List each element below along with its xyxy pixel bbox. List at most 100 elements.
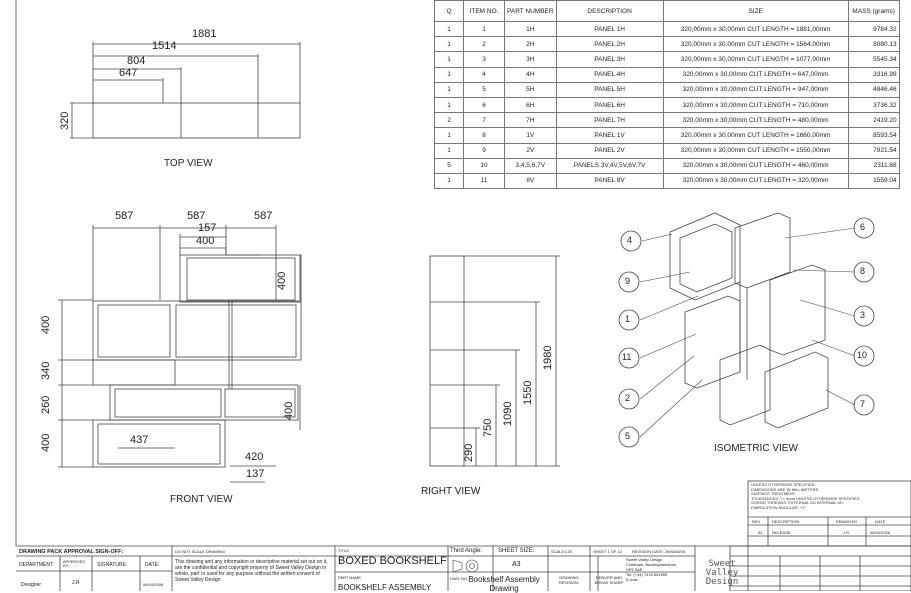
balloon-2	[618, 388, 640, 410]
front-dim-400-top: 400	[196, 235, 215, 247]
do-not-scale: DO NOT SCALE DRAWING	[175, 549, 226, 554]
bom-cell-item-no: 2	[463, 36, 505, 53]
right-dim-290: 290	[463, 443, 475, 462]
designer-initials: J.R	[72, 580, 80, 586]
balloon-7-text: 7	[860, 399, 866, 409]
signature-label: SIGNATURE:	[97, 562, 128, 568]
top-view-outline	[92, 102, 301, 139]
note-line: DIMENSIONS ARE IN MILLIMETERS	[751, 486, 819, 492]
balloon-3	[853, 305, 875, 327]
isometric-view-label: ISOMETRIC VIEW	[714, 443, 798, 454]
balloon-4-text: 4	[627, 235, 633, 245]
balloon-6-text: 6	[860, 222, 866, 232]
front-dim-587-a: 587	[115, 210, 134, 222]
part-name: BOOKSHELF ASSEMBLY	[338, 583, 432, 592]
balloon-10	[853, 345, 875, 367]
balloon-10-text: 10	[857, 350, 868, 360]
approval-title: DRAWING PACK APPROVAL SIGN-OFF:	[19, 549, 124, 555]
third-angle-label: Third Angle:	[450, 548, 483, 554]
right-dim-1550: 1550	[522, 380, 534, 405]
front-dim-137: 137	[246, 468, 265, 480]
balloon-9	[618, 271, 640, 293]
bom-cell-size: 320,00mm x 30,00mm CUT LENGTH = 320,00mm	[662, 172, 849, 190]
balloon-5-text: 5	[625, 431, 631, 441]
top-dim-647: 647	[119, 67, 138, 79]
balloon-1	[618, 309, 640, 331]
title-label: TITLE:	[338, 548, 351, 553]
company-address: Sweet Valley Design Chesham, Buckinghams…	[626, 557, 677, 582]
top-dim-804: 804	[127, 55, 146, 67]
balloon-8	[853, 261, 875, 283]
front-dim-260: 260	[40, 395, 52, 414]
front-dim-400-left-b: 400	[40, 433, 52, 452]
balloon-1-text: 1	[625, 314, 631, 324]
bom-cell-description: PANEL 8V	[555, 172, 664, 190]
right-view-geometry	[429, 255, 465, 467]
balloon-2-text: 2	[625, 393, 631, 403]
bom-cell-item-no: 11	[463, 172, 505, 190]
rev-drawn-by: J.R	[843, 530, 849, 535]
third-angle-symbol	[452, 559, 479, 573]
rev-header-rev: REV	[752, 519, 761, 524]
company-name: Sweet Valley Design	[626, 557, 663, 562]
balloon-7	[853, 394, 875, 416]
rev-header-description: DESCRIPTION	[772, 519, 800, 524]
designer-label: Designer	[21, 582, 42, 588]
telephone: Tel: (+44) 7415 651899	[626, 572, 668, 577]
front-view-geometry	[92, 254, 302, 468]
front-dim-420: 420	[245, 451, 264, 463]
bill-of-materials-table: Q ITEM NO. PART NUMBER DESCRIPTION SIZE …	[434, 0, 900, 190]
confidentiality-notice: This drawing and any information or desc…	[175, 559, 328, 583]
email: E-mail:	[626, 577, 639, 582]
company-logo: Sweet Valley Design	[705, 559, 739, 587]
balloon-3-text: 3	[860, 310, 866, 320]
front-dim-587-c: 587	[254, 210, 273, 222]
part-name-label: PART NAME:	[338, 575, 363, 580]
drawing-revision-label: DRAWING REVISION:	[558, 575, 580, 585]
bom-header-row: Q ITEM NO. PART NUMBER DESCRIPTION SIZE …	[434, 0, 900, 22]
address-line-1: Chesham, Buckinghamshire,	[626, 562, 678, 567]
balloon-9-text: 9	[625, 276, 631, 286]
isometric-geometry	[669, 212, 829, 429]
top-view-label: TOP VIEW	[164, 158, 213, 169]
sheet-number: SHEET 1 OF 12	[593, 549, 622, 554]
note-line: SCREW THREADS: EXTERNAL 6G INTERNAL 6H	[751, 500, 843, 506]
top-dim-1514: 1514	[152, 40, 177, 52]
right-dim-750: 750	[482, 418, 494, 437]
department-label: DEPARTMENT:	[19, 562, 54, 568]
deburr-note: DEBURR AND BREAK SHARP	[594, 575, 624, 585]
bom-cell-mass: 5545.34	[847, 51, 900, 68]
sheet-size-value: A3	[512, 561, 521, 568]
front-dim-400-lower-right: 400	[283, 401, 295, 420]
scale-value: SCALE1:20	[551, 549, 572, 554]
balloon-5	[618, 426, 640, 448]
top-dim-320: 320	[59, 111, 71, 130]
right-view-label: RIGHT VIEW	[421, 486, 481, 497]
sheet-size-label: SHEET SIZE:	[498, 548, 535, 554]
general-notes: UNLESS OTHERWISE SPECIFIED: DIMENSIONS A…	[751, 482, 860, 511]
front-view-label: FRONT VIEW	[170, 494, 233, 505]
dwg-no-label: DWG NO.	[450, 576, 468, 581]
balloon-4	[620, 230, 642, 252]
designer-date: 06/04/2006	[143, 582, 164, 587]
front-dim-340: 340	[40, 361, 52, 380]
address-line-2: HP5 3AE	[626, 567, 643, 572]
bom-cell-mass: 1559.04	[847, 172, 900, 190]
balloon-6	[853, 217, 875, 239]
balloon-11-text: 11	[622, 352, 632, 362]
balloon-11	[618, 347, 640, 369]
right-dim-1090: 1090	[502, 401, 514, 426]
front-dim-157: 157	[198, 222, 217, 234]
rev-header-date: DATE	[875, 519, 886, 524]
rev-description: RELEASE	[772, 530, 791, 535]
balloon-8-text: 8	[860, 266, 866, 276]
